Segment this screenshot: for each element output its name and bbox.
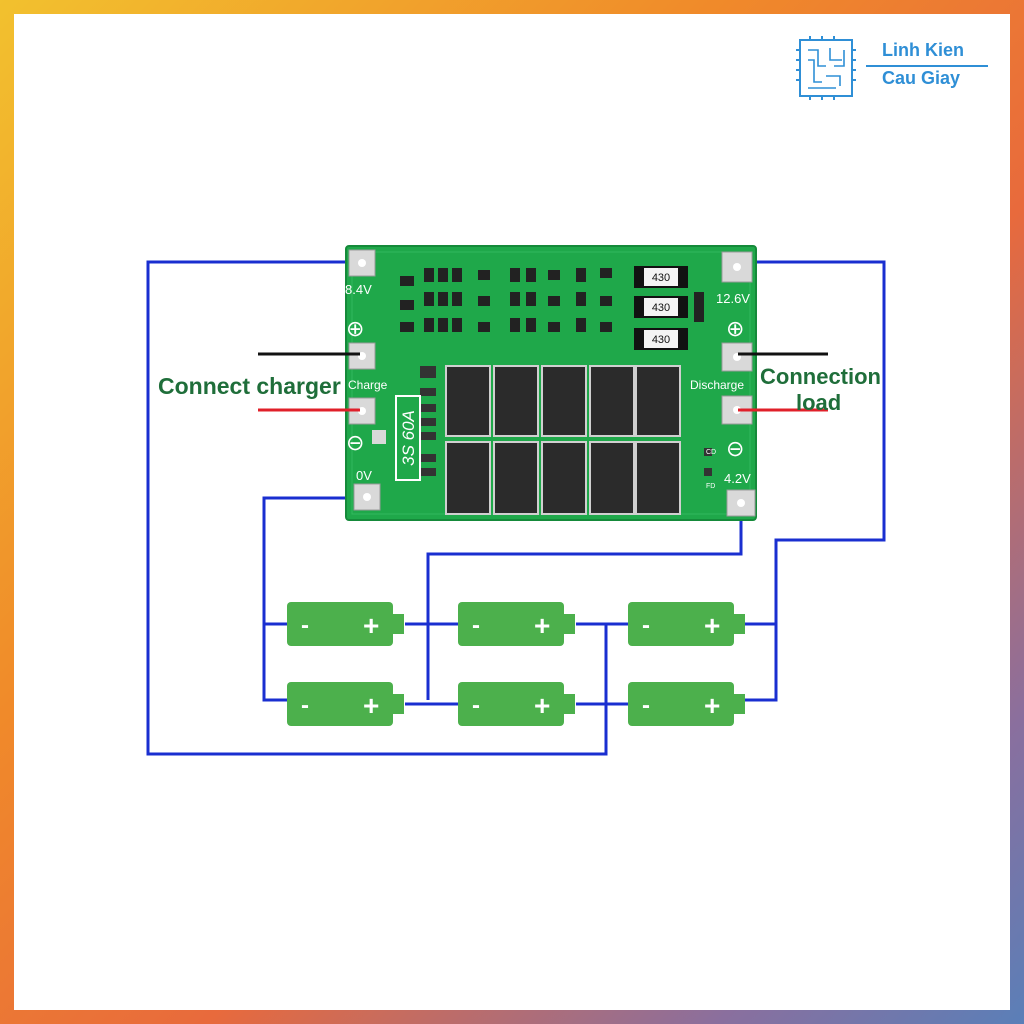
battery-terminal [393,694,404,714]
circuit-chip-icon [796,36,856,100]
wire-4v2 [426,505,743,700]
battery-cell: -+ [287,682,404,726]
pad-label-left-minus: ⊖ [346,430,364,455]
annotations: Connect charger Connection load [158,364,881,415]
resistor-code-1: 430 [652,272,670,284]
brand-divider [866,65,988,67]
battery-minus-label: - [301,692,309,719]
battery-body [458,602,564,646]
battery-body [628,602,734,646]
pad-label-charge: Charge [348,378,388,392]
battery-terminal [564,614,575,634]
resistor-code-3: 430 [652,334,670,346]
battery-minus-label: - [642,692,650,719]
board-labels: 8.4V ⊕ Charge ⊖ 0V 12.6V ⊕ Discharge ⊖ 4… [345,282,751,490]
battery-terminal [734,694,745,714]
shunt-resistors [634,266,688,350]
wire-0v [262,496,367,702]
battery-body [628,682,734,726]
pad-label-4v2: 4.2V [724,471,751,486]
leads [258,352,828,412]
model-text: 3S 60A [399,410,418,466]
connection-load-label-2: load [796,390,841,415]
wire-8v4 [146,260,608,756]
pad-label-right-minus: ⊖ [726,436,744,461]
pad-label-12v6: 12.6V [716,291,750,306]
right-pads [721,251,756,517]
battery-cells: -+-+-+-+-+-+ [287,602,745,726]
pad-label-discharge: Discharge [690,378,744,392]
wire-12v6 [740,260,886,702]
left-components [372,366,712,476]
battery-cell: -+ [458,682,575,726]
pad-label-right-plus: ⊕ [726,316,744,341]
connection-load-label-1: Connection [760,364,881,389]
battery-minus-label: - [301,612,309,639]
battery-minus-label: - [472,692,480,719]
battery-plus-label: + [363,690,379,721]
battery-cell: -+ [458,602,575,646]
battery-cell: -+ [628,682,745,726]
brand-name-line2: Cau Giay [882,68,961,88]
label-fd: FD [706,483,715,490]
battery-plus-label: + [534,610,550,641]
battery-minus-label: - [642,612,650,639]
label-cd: CD [706,449,716,456]
pad-label-0v: 0V [356,468,372,483]
brand-name-line1: Linh Kien [882,40,964,60]
battery-minus-label: - [472,612,480,639]
wiring [146,260,886,756]
battery-plus-label: + [363,610,379,641]
model-label: 3S 60A [395,395,421,481]
smd-components [400,268,704,332]
connect-charger-label: Connect charger [158,373,341,399]
battery-body [287,602,393,646]
battery-body [287,682,393,726]
battery-terminal [393,614,404,634]
battery-plus-label: + [704,690,720,721]
resistor-codes: 430 430 430 [652,272,670,346]
battery-body [458,682,564,726]
left-pads [348,249,381,511]
battery-terminal [564,694,575,714]
battery-terminal [734,614,745,634]
resistor-code-2: 430 [652,302,670,314]
battery-cell: -+ [287,602,404,646]
mosfets [445,365,681,515]
pad-label-8v4: 8.4V [345,282,372,297]
battery-cell: -+ [628,602,745,646]
bms-board: 3S 60A [345,245,757,521]
battery-plus-label: + [534,690,550,721]
pad-label-left-plus: ⊕ [346,316,364,341]
battery-plus-label: + [704,610,720,641]
